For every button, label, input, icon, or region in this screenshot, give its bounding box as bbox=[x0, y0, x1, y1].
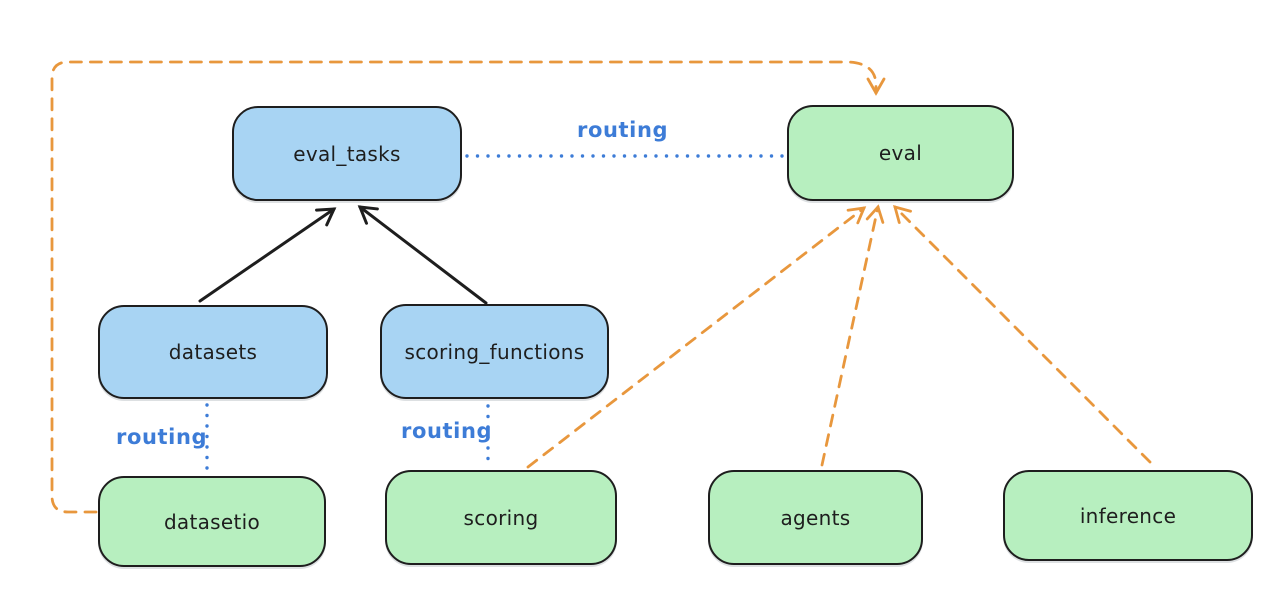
edge-agents-to-eval bbox=[820, 204, 885, 467]
node-eval-tasks: eval_tasks bbox=[232, 106, 462, 201]
node-scoring: scoring bbox=[385, 470, 617, 565]
edge-label-routing-eval-tasks-eval: routing bbox=[577, 118, 669, 142]
edge-label-routing-datasets-datasetio: routing bbox=[116, 425, 208, 449]
edge-inference-to-eval bbox=[893, 205, 1152, 464]
node-scoring-functions: scoring_functions bbox=[380, 304, 609, 399]
node-datasets: datasets bbox=[98, 305, 328, 399]
edge-label-routing-scoring-functions-scoring: routing bbox=[401, 419, 493, 443]
edge-scoring-functions-to-eval-tasks bbox=[357, 205, 488, 305]
node-datasetio: datasetio bbox=[98, 476, 326, 567]
edge-datasets-to-eval-tasks bbox=[198, 207, 337, 303]
edge-datasetio-to-eval bbox=[50, 60, 886, 514]
node-inference: inference bbox=[1003, 470, 1253, 561]
node-eval: eval bbox=[787, 105, 1014, 201]
node-agents: agents bbox=[708, 470, 923, 565]
edge-scoring-to-eval bbox=[526, 206, 867, 469]
